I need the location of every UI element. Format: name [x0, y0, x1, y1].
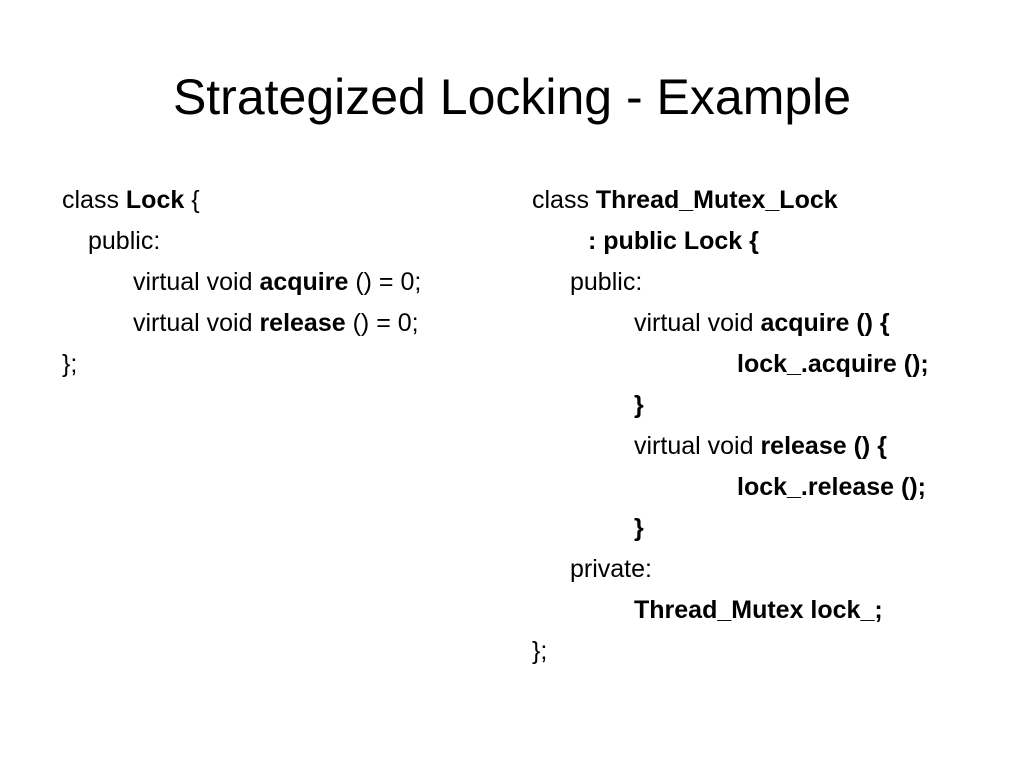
code-line: public: [570, 268, 643, 296]
slide-title: Strategized Locking - Example [172, 69, 852, 125]
code-line: }; [62, 350, 78, 378]
class-name: Lock [125, 186, 185, 214]
code-keyword: class [62, 186, 126, 214]
code-line: } [634, 391, 644, 419]
code-text: virtual void [634, 309, 761, 337]
code-text: { [184, 186, 200, 214]
method-signature: acquire () { [760, 309, 890, 337]
code-text: virtual void [133, 309, 260, 337]
code-line: lock_.acquire (); [737, 350, 929, 378]
code-line: private: [570, 555, 652, 583]
code-line: public: [88, 227, 161, 255]
code-line: : public Lock { [588, 227, 759, 255]
code-line: lock_.release (); [737, 473, 926, 501]
code-line: virtual void acquire () { [532, 303, 1002, 344]
lock-class-code: class Lock { public: virtual void acquir… [62, 180, 502, 385]
code-line: }; [532, 637, 548, 665]
code-line: virtual void release () { [532, 426, 1002, 467]
method-signature: release () { [760, 432, 887, 460]
thread-mutex-lock-class-code: class Thread_Mutex_Lock : public Lock { … [532, 180, 1002, 672]
code-text: () = 0; [348, 268, 422, 296]
code-line: Thread_Mutex lock_; [634, 596, 883, 624]
code-line: virtual void release () = 0; [62, 303, 502, 344]
code-text: () = 0; [345, 309, 419, 337]
code-line: } [634, 514, 644, 542]
code-text: virtual void [634, 432, 761, 460]
code-text: virtual void [133, 268, 260, 296]
code-line: class Lock { [62, 180, 502, 221]
class-name: Thread_Mutex_Lock [595, 186, 838, 214]
method-name: release [259, 309, 346, 337]
method-name: acquire [259, 268, 349, 296]
code-line: virtual void acquire () = 0; [62, 262, 502, 303]
code-keyword: class [532, 186, 596, 214]
code-line: class Thread_Mutex_Lock [532, 180, 1002, 221]
